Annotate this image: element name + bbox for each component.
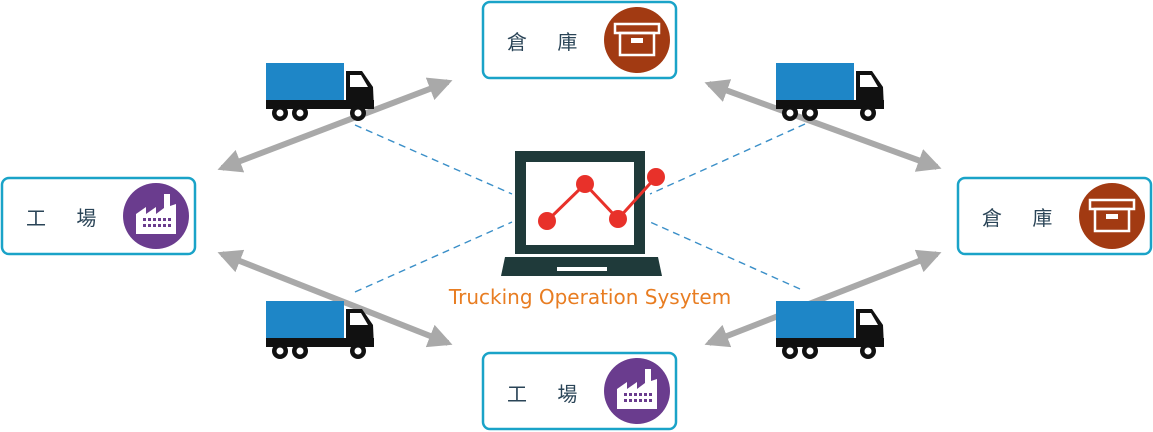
dashed-line-top-right [649, 123, 806, 195]
node-right-warehouse: 倉 庫 [956, 176, 1153, 256]
truck-bottom-right [776, 301, 884, 359]
dashed-line-bottom-left [354, 221, 513, 293]
flow-arrows [217, 77, 942, 348]
dashed-line-top-left [354, 124, 513, 195]
arrow-left-to-top [217, 77, 453, 173]
node-left-factory: 工 場 [0, 176, 197, 256]
truck-top-right [776, 63, 884, 121]
node-top-warehouse: 倉 庫 [481, 0, 678, 80]
truck-bottom-left [266, 301, 374, 359]
system-label: Trucking Operation Sysytem [448, 285, 731, 309]
node-top-label: 倉 庫 [507, 30, 589, 54]
laptop-icon [501, 151, 665, 276]
factory-icon [123, 183, 189, 249]
arrow-top-to-right [704, 79, 942, 172]
arrow-bottom-to-right [704, 249, 942, 348]
dashed-line-bottom-right [649, 221, 801, 290]
node-bottom-factory: 工 場 [481, 351, 678, 431]
node-right-label: 倉 庫 [982, 206, 1064, 230]
factory-icon [604, 358, 670, 424]
trend-chart-icon [538, 168, 665, 230]
arrow-left-to-bottom [217, 249, 453, 348]
truck-top-left [266, 63, 374, 121]
node-bottom-label: 工 場 [507, 382, 589, 406]
warehouse-box-icon [602, 5, 672, 75]
warehouse-box-icon [1077, 181, 1147, 251]
node-left-label: 工 場 [26, 206, 108, 230]
